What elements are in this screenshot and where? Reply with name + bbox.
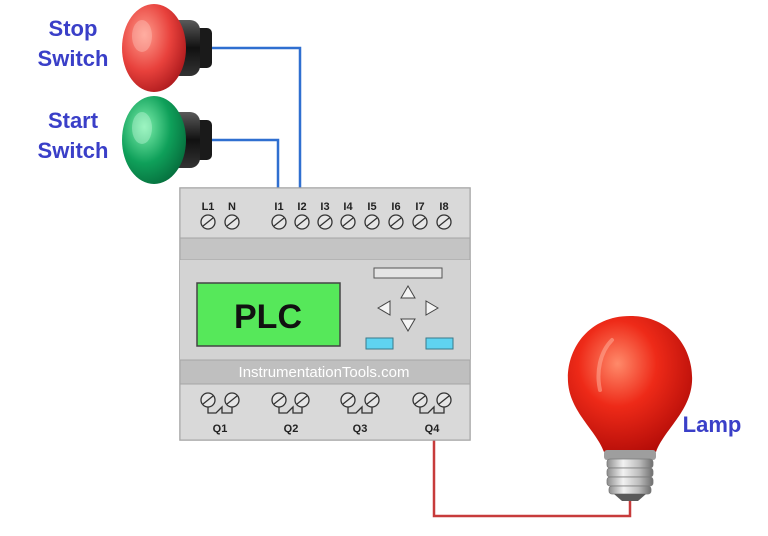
terminal-label: I3 [320, 201, 329, 213]
screw-terminal [364, 214, 380, 230]
input-terminal-labels: L1 N I1 I2 I3 I4 I5 I6 I7 I8 [202, 201, 449, 213]
stop-wire [212, 46, 302, 202]
stop-label-line2: Switch [37, 46, 109, 71]
terminal-label: I6 [391, 201, 400, 213]
relay-output-q4 [412, 392, 452, 414]
input-wires [212, 46, 302, 202]
screw-terminal [388, 214, 404, 230]
screw-terminal [412, 214, 428, 230]
relay-output-q3 [340, 392, 380, 414]
terminal-label: Q2 [284, 423, 299, 435]
relay-output-q2 [271, 392, 310, 414]
terminal-label: I1 [274, 201, 283, 213]
plc-function-key [365, 337, 394, 350]
terminal-label: I2 [297, 201, 306, 213]
plc-function-key [425, 337, 454, 350]
terminal-label: I4 [343, 201, 353, 213]
terminal-label: I7 [415, 201, 424, 213]
start-pushbutton-icon [122, 96, 212, 184]
relay-output-q1 [200, 392, 240, 414]
screw-terminal [294, 214, 310, 230]
terminal-label: Q4 [425, 423, 441, 435]
screw-terminal [317, 214, 333, 230]
terminal-label: L1 [202, 201, 215, 213]
screw-terminal [200, 214, 216, 230]
plc-screen-text: PLC [234, 298, 302, 336]
start-label-line1: Start [47, 108, 99, 133]
stop-label-line1: Stop [48, 16, 98, 41]
arrow-up-icon [400, 285, 416, 299]
lamp-wire [432, 440, 632, 518]
stop-pushbutton-icon [122, 4, 212, 92]
terminal-label: I8 [439, 201, 448, 213]
plc-slot [373, 267, 443, 279]
arrow-right-icon [425, 300, 439, 316]
start-switch-label: Start Switch [24, 106, 122, 166]
output-terminal-labels: Q1 Q2 Q3 Q4 [213, 423, 441, 435]
stop-switch-label: Stop Switch [24, 14, 122, 74]
plc-icon: L1 N I1 I2 I3 I4 I5 I6 I7 I8 [179, 187, 471, 441]
terminal-label: Q3 [353, 423, 368, 435]
screw-terminal [340, 214, 356, 230]
plc-screen [196, 282, 341, 347]
terminal-label: Q1 [213, 423, 228, 435]
terminal-label: N [228, 201, 236, 213]
start-wire [212, 138, 280, 202]
lamp-label: Lamp [682, 412, 742, 437]
arrow-keypad [377, 285, 439, 332]
arrow-down-icon [400, 318, 416, 332]
screw-terminal [271, 214, 287, 230]
output-terminals [200, 392, 452, 414]
lamp-icon [567, 316, 693, 501]
screw-terminal [436, 214, 452, 230]
screw-terminal [224, 214, 240, 230]
watermark-text: InstrumentationTools.com [239, 364, 410, 381]
terminal-label: I5 [367, 201, 376, 213]
input-terminal-screws [200, 214, 452, 230]
arrow-left-icon [377, 300, 391, 316]
start-label-line2: Switch [37, 138, 109, 163]
